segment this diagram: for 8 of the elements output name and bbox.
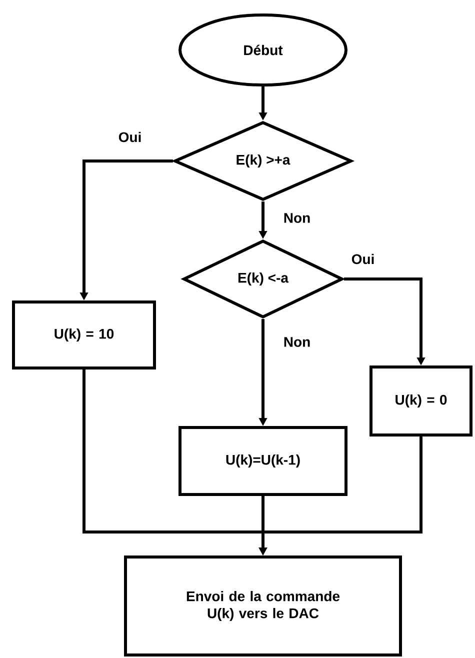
process-box: U(k) = 0 bbox=[370, 366, 472, 436]
process-box: U(k)=U(k-1) bbox=[178, 426, 348, 496]
process-box: U(k) = 10 bbox=[12, 300, 156, 370]
process-box: Envoi de la commande U(k) vers le DAC bbox=[124, 556, 402, 656]
edge-label: Oui bbox=[350, 252, 376, 266]
edge-label: Oui bbox=[117, 130, 143, 144]
edge-label: Non bbox=[282, 212, 312, 224]
edge-label: Non bbox=[282, 336, 312, 348]
